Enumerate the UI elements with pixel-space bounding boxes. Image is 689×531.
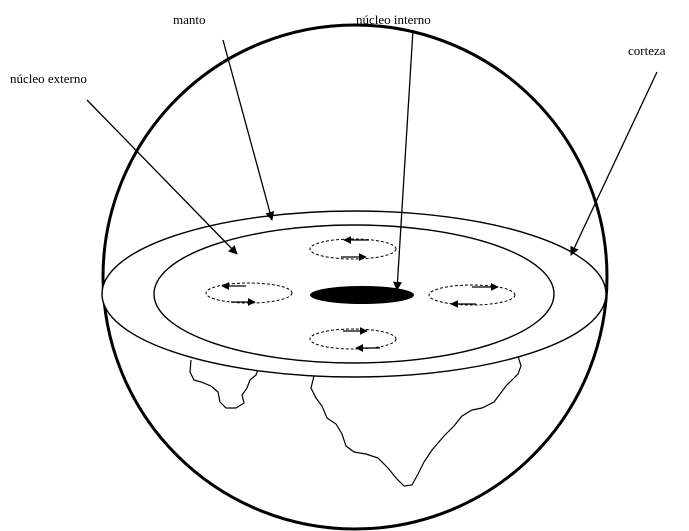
label-manto: manto [173,12,206,27]
continent-right [310,355,522,487]
label-nucleo-externo: núcleo externo [10,71,87,86]
label-nucleo-interno: núcleo interno [356,12,431,27]
convection-cell-bottom [309,327,397,352]
convection-cell-left [205,282,293,306]
arrow-nucleo-externo [86,99,238,255]
arrow-nucleo-interno [393,29,414,291]
arrow-manto [222,39,275,221]
inner-core-icon [310,286,414,304]
globe-outline [101,23,609,531]
label-corteza: corteza [628,43,666,58]
convection-cell-right [428,283,516,308]
convection-cell-top [309,236,397,261]
arrow-corteza [570,71,658,256]
continent-left [189,359,260,409]
